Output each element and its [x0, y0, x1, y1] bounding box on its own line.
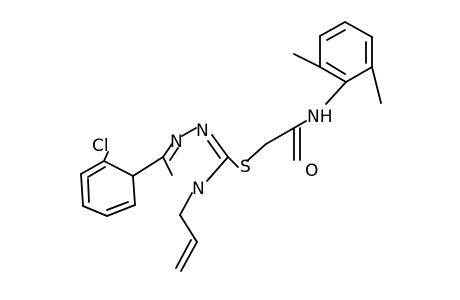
- atom-label-n1: N: [170, 132, 183, 152]
- atom-label-sulfur: S: [240, 157, 251, 177]
- allyl-group: [175, 192, 198, 272]
- triazole-ring: [162, 127, 229, 182]
- atom-label-n4: N: [192, 179, 205, 199]
- chloro-bond: [103, 151, 109, 162]
- amide-group: [265, 81, 347, 161]
- chlorophenyl-ring: [80, 151, 164, 217]
- atom-labels: Cl N N N S NH O: [92, 107, 333, 199]
- atom-label-carbonyl-o: O: [305, 161, 318, 181]
- thioether-linkage: [227, 143, 267, 168]
- methyl-bond-right: [371, 66, 382, 104]
- atom-label-chlorine: Cl: [92, 136, 109, 156]
- methyl-groups: [293, 53, 382, 104]
- dimethylphenyl-ring: [319, 21, 373, 83]
- atom-label-n2: N: [196, 121, 209, 141]
- methyl-bond-left: [293, 53, 321, 68]
- atom-label-amide-nh: NH: [307, 107, 333, 127]
